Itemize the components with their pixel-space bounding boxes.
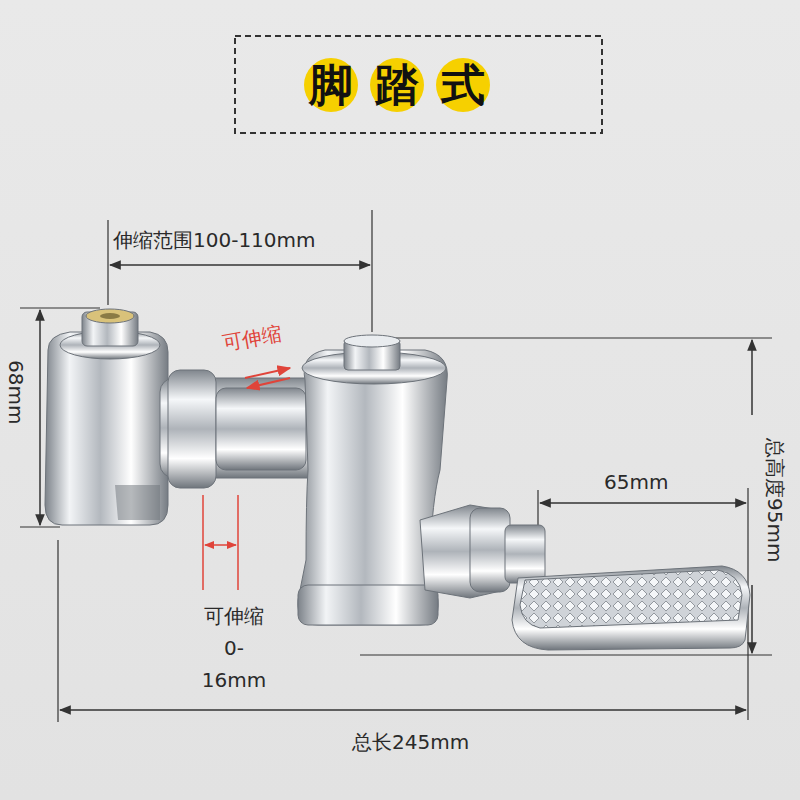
dimension-label: 伸缩范围100-110mm <box>113 228 316 252</box>
telescopic-note: 可伸缩 0-16mm <box>196 600 272 696</box>
dimension-label: 总高度95mm <box>763 438 787 562</box>
title: 脚踏式 <box>309 60 507 110</box>
dimension-label: 68mm <box>4 360 28 420</box>
dimension-label: 总长245mm <box>352 730 469 754</box>
dimension-label: 65mm <box>604 470 668 494</box>
